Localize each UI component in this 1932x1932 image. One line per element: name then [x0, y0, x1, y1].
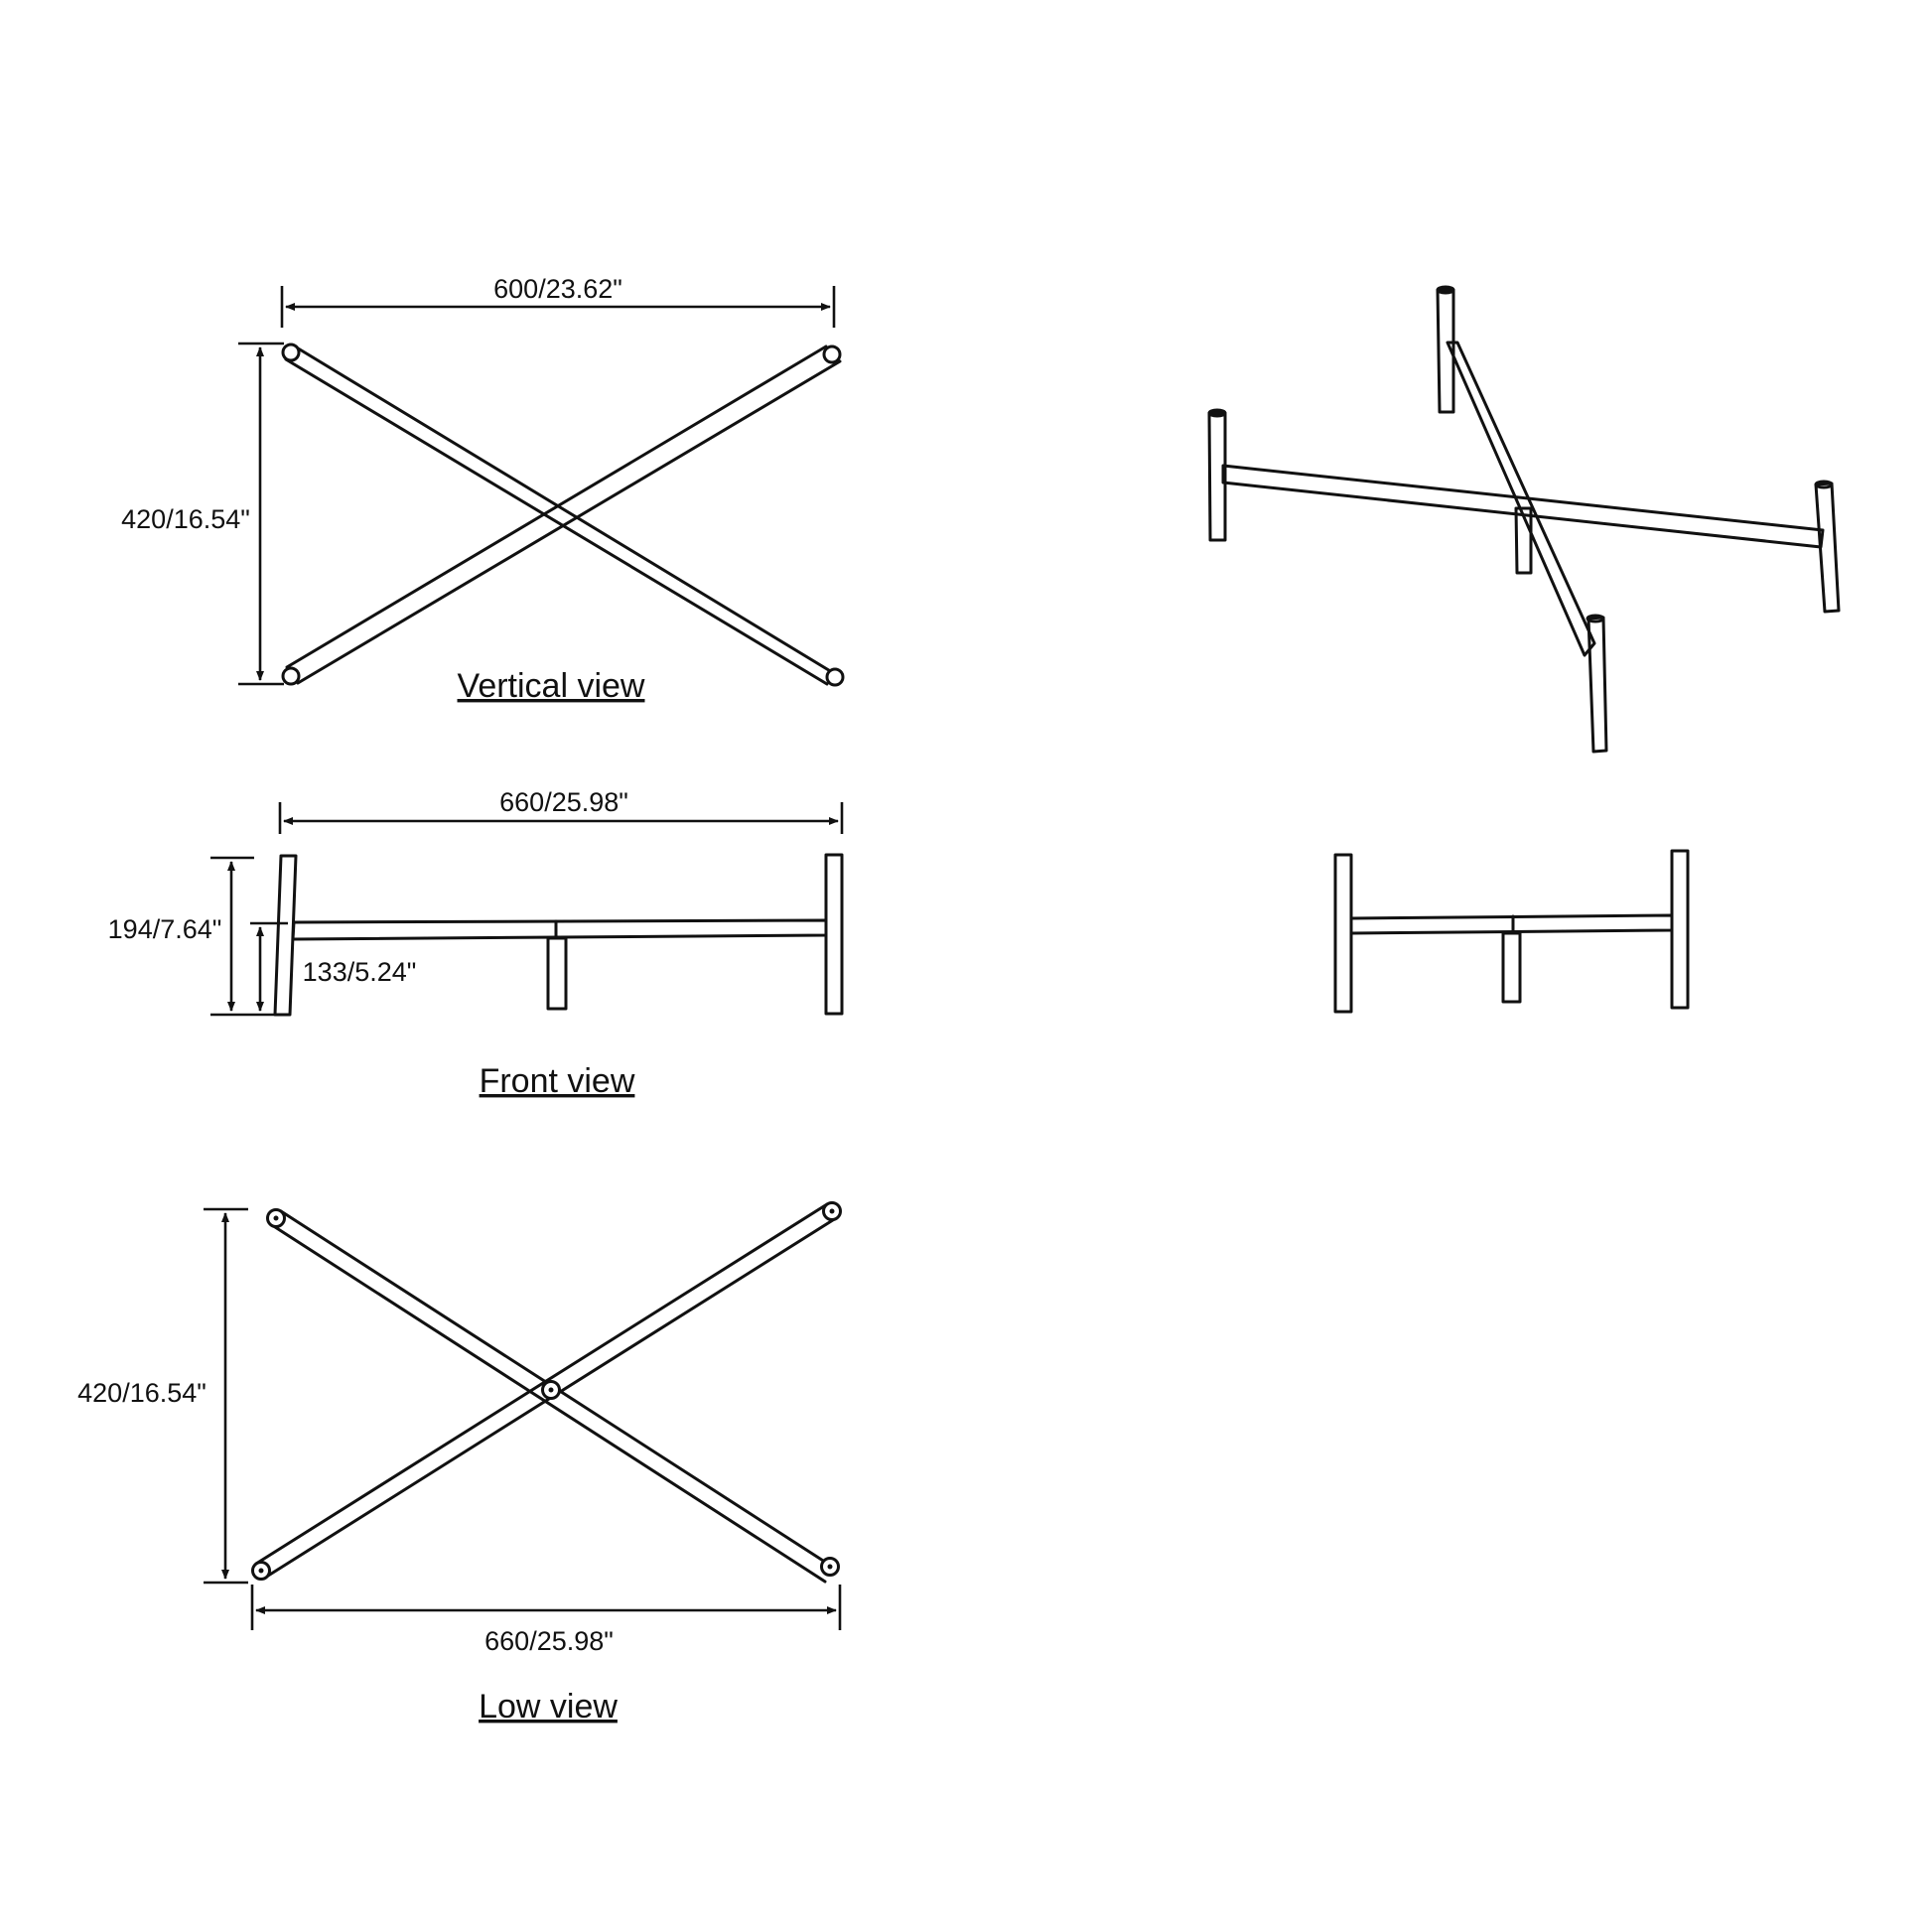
iso-leg-back [1436, 288, 1455, 414]
leg-end-top-right [822, 345, 842, 364]
front-view-height-label: 194/7.64" [108, 914, 222, 944]
front-leg-center [546, 936, 568, 1011]
vertical-view-width-dimension: 600/23.62" [280, 274, 836, 328]
vertical-view-frame [281, 343, 845, 687]
iso-leg-center [1514, 506, 1533, 575]
front-crossbar [291, 918, 828, 941]
side-view [1333, 849, 1690, 1014]
isometric-view [1207, 285, 1841, 754]
low-view-depth-dimension: 420/16.54" [77, 1207, 248, 1585]
front-view-frame [273, 853, 844, 1017]
front-view-title: Front view [480, 1062, 635, 1100]
iso-leg-left [1207, 411, 1227, 542]
low-view-length-label: 660/25.98" [484, 1626, 614, 1656]
low-view-depth-label: 420/16.54" [77, 1378, 207, 1408]
low-view-title: Low view [479, 1688, 618, 1725]
vertical-view-depth-dimension: 420/16.54" [121, 342, 284, 686]
iso-long-bar [1221, 464, 1825, 549]
front-view: 660/25.98" 194/7.64" 133/5.24" Front vie… [108, 787, 844, 1100]
side-leg-right [1670, 849, 1690, 1010]
vertical-view-title: Vertical view [458, 667, 645, 705]
iso-leg-right [1814, 482, 1841, 614]
side-leg-left [1333, 853, 1353, 1014]
vertical-view-depth-label: 420/16.54" [121, 504, 250, 534]
low-view-frame [251, 1201, 842, 1584]
front-leg-left [273, 854, 298, 1017]
front-view-length-dimension: 660/25.98" [278, 787, 844, 834]
front-view-height-dimension: 194/7.64" 133/5.24" [108, 856, 417, 1017]
low-view-length-dimension: 660/25.98" [250, 1585, 842, 1656]
front-leg-right [824, 853, 844, 1016]
vertical-view-width-label: 600/23.62" [493, 274, 622, 304]
vertical-view: 600/23.62" 420/16.54" Vertical view [121, 274, 845, 705]
front-view-bar-height-label: 133/5.24" [303, 957, 417, 987]
leg-end-top-left [281, 343, 301, 362]
leg-end-bottom-left [281, 666, 301, 686]
leg-end-bottom-right [825, 667, 845, 687]
low-view: 420/16.54" 660/25.98" Low view [77, 1201, 842, 1725]
front-view-length-label: 660/25.98" [499, 787, 628, 817]
side-leg-center [1501, 931, 1522, 1004]
iso-leg-front [1587, 616, 1608, 754]
side-crossbar [1349, 913, 1674, 935]
